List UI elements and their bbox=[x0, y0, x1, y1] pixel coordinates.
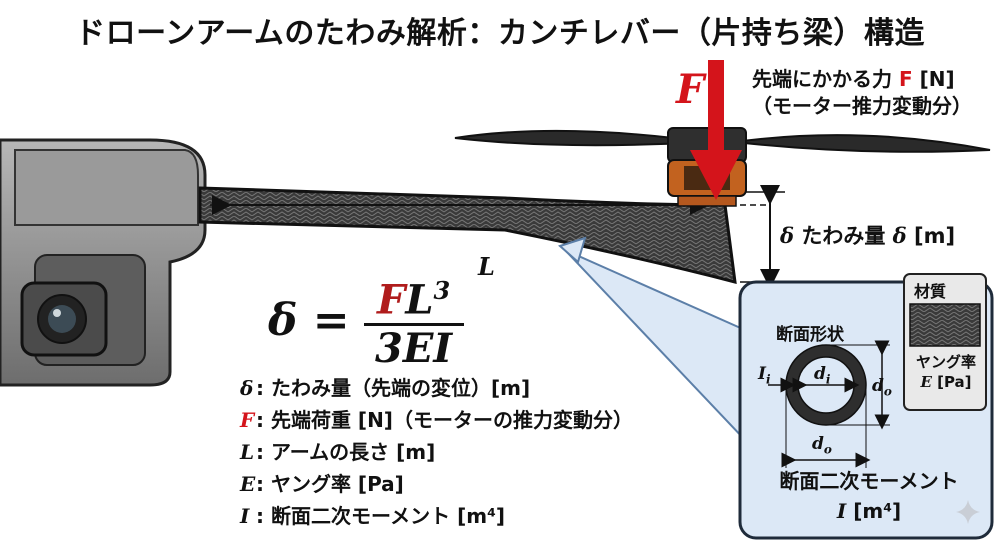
moment-of-inertia-label: 断面二次モーメント I [m⁴] bbox=[779, 469, 959, 523]
material-swatch bbox=[909, 303, 981, 347]
inner-thickness-label: Ii bbox=[758, 364, 771, 387]
legend-row-young: E: ヤング率 [Pa] bbox=[240, 472, 404, 496]
material-title: 材質 bbox=[914, 282, 947, 301]
inner-diameter-label: di bbox=[814, 364, 831, 387]
force-symbol: F bbox=[676, 66, 705, 113]
length-label: L bbox=[478, 252, 495, 281]
variable-legend: δ: たわみ量（先端の変位）[m] F: 先端荷重 [N]（モーターの推力変動分… bbox=[240, 372, 633, 532]
legend-row-force: F: 先端荷重 [N]（モーターの推力変動分） bbox=[240, 408, 633, 432]
legend-row-moment: I: 断面二次モーメント [m⁴] bbox=[240, 504, 506, 528]
legend-row-delta: δ: たわみ量（先端の変位）[m] bbox=[240, 376, 531, 400]
page-title: ドローンアームのたわみ解析：カンチレバー（片持ち梁）構造 bbox=[75, 16, 925, 51]
propeller bbox=[454, 129, 991, 153]
camera-gimbal bbox=[20, 281, 108, 357]
deflection-label: δ たわみ量 δ [m] bbox=[780, 223, 956, 248]
legend-row-length: L: アームの長さ [m] bbox=[240, 440, 436, 464]
outer-diameter-label-bottom: do bbox=[812, 434, 832, 457]
force-arrow bbox=[690, 60, 742, 200]
deflection-formula: δ = FL3 3EI bbox=[268, 268, 464, 372]
outer-diameter-label-right: do bbox=[872, 376, 892, 399]
material-label: ヤング率 E [Pa] bbox=[915, 353, 976, 391]
force-note: 先端にかかる力 F [N] （モーター推力変動分） bbox=[752, 67, 972, 118]
cross-section-title: 断面形状 bbox=[776, 325, 844, 345]
sparkle-icon bbox=[956, 500, 980, 524]
